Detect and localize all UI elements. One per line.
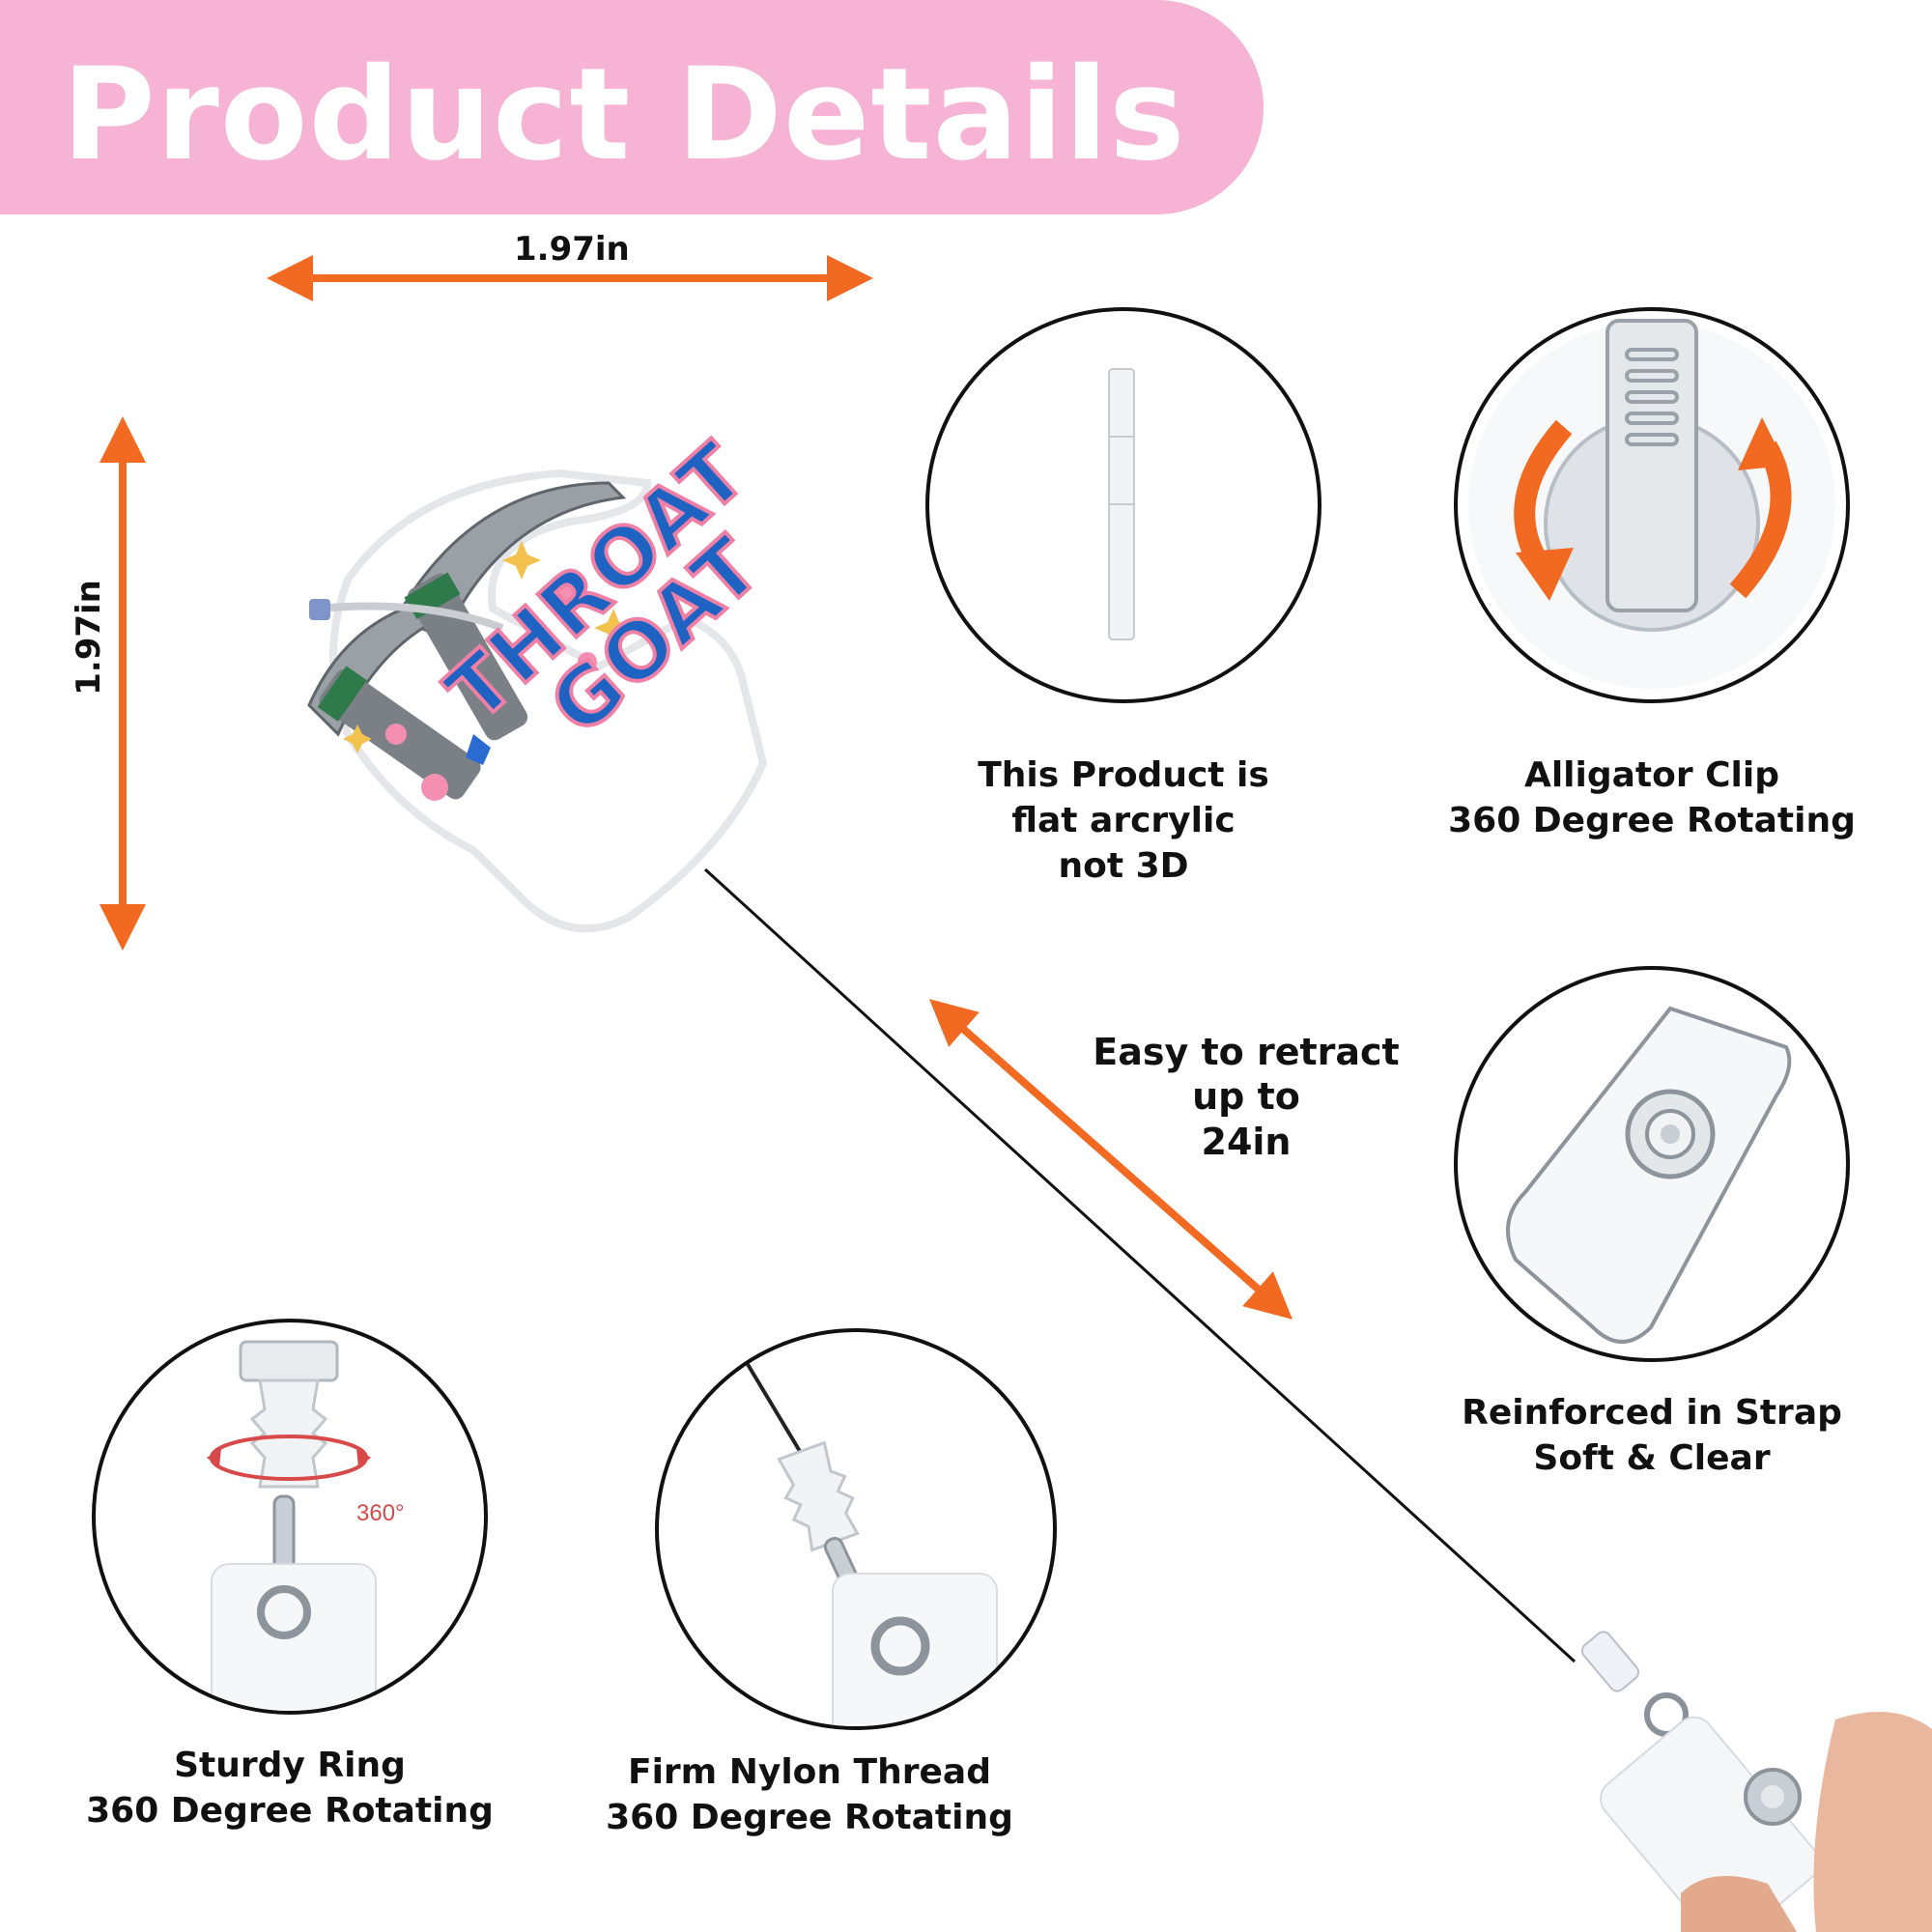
- alligator-clip-image: [1468, 319, 1835, 689]
- title-banner: Product Details: [0, 0, 1264, 214]
- feature-circle-sturdy-ring: 360°: [92, 1319, 488, 1715]
- feature-caption-flat-acrylic: This Product is flat arcrylic not 3D: [978, 755, 1269, 886]
- feature-circle-alligator-clip: [1454, 307, 1850, 703]
- feature-caption-nylon-thread: Firm Nylon Thread 360 Degree Rotating: [606, 1752, 1013, 1837]
- retract-arrow: [929, 999, 1293, 1320]
- retract-cord: [703, 867, 1577, 1663]
- feature-circle-flat-acrylic: [925, 307, 1321, 703]
- feature-circle-nylon-thread: [655, 1328, 1057, 1730]
- feature-caption-reinforced-strap: Reinforced in Strap Soft & Clear: [1462, 1393, 1842, 1478]
- width-label: 1.97in: [514, 230, 630, 269]
- badge-artwork: [307, 469, 768, 933]
- feature-caption-alligator-clip: Alligator Clip 360 Degree Rotating: [1448, 755, 1856, 840]
- feature-circle-reinforced-strap: [1454, 966, 1850, 1362]
- acrylic-edge-image: [1108, 368, 1135, 640]
- page-title: Product Details: [62, 41, 1186, 189]
- angle-label: 360°: [356, 1500, 405, 1526]
- nylon-thread-image: [744, 1359, 998, 1726]
- retract-caption: Easy to retract up to 24in: [1093, 1031, 1400, 1163]
- strap-image: [1506, 1006, 1792, 1344]
- height-label: 1.97in: [69, 580, 108, 696]
- hand-fingers: [1681, 1712, 1932, 1932]
- sturdy-ring-image: 360°: [207, 1340, 405, 1711]
- feature-caption-sturdy-ring: Sturdy Ring 360 Degree Rotating: [86, 1746, 494, 1831]
